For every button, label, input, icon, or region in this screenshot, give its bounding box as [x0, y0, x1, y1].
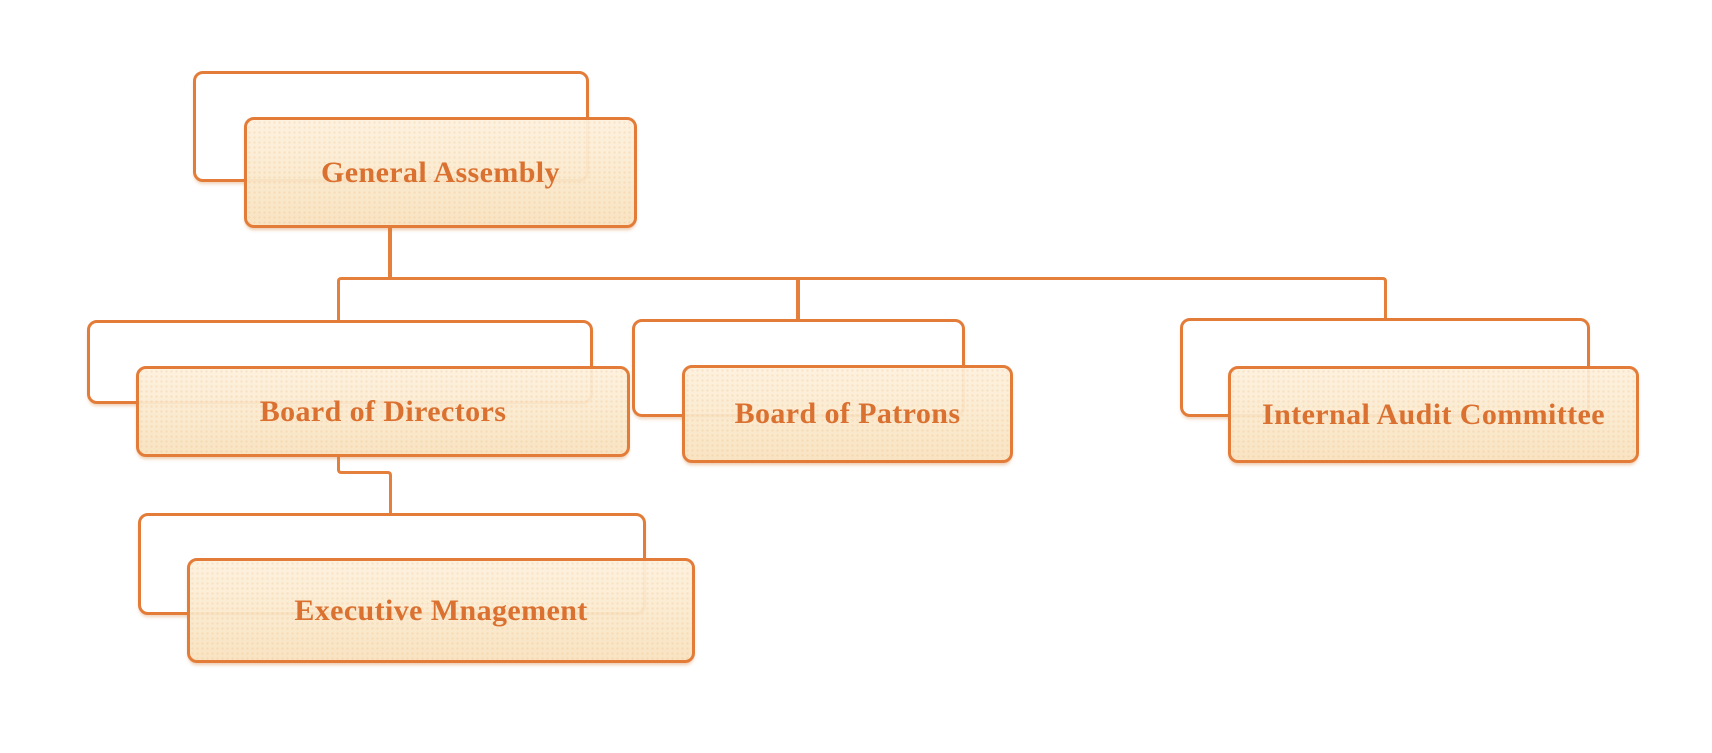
node-board-of-directors-label: Board of Directors: [259, 394, 507, 428]
node-internal-audit-committee-label: Internal Audit Committee: [1262, 397, 1605, 431]
node-general-assembly[interactable]: General Assembly: [244, 117, 637, 228]
node-board-of-patrons[interactable]: Board of Patrons: [682, 365, 1013, 463]
node-executive-management[interactable]: Executive Mnagement: [187, 558, 695, 663]
node-board-of-directors[interactable]: Board of Directors: [136, 366, 630, 457]
node-internal-audit-committee[interactable]: Internal Audit Committee: [1228, 366, 1639, 463]
node-board-of-patrons-label: Board of Patrons: [734, 397, 961, 430]
connector-drop-board-of-patrons: [796, 279, 800, 319]
node-executive-management-label: Executive Mnagement: [294, 593, 588, 627]
connector-elbow-directors-to-executive-2: [364, 471, 392, 513]
connector-elbow-directors-to-executive-1: [337, 457, 367, 474]
node-general-assembly-label: General Assembly: [321, 155, 560, 189]
connector-general-assembly-drop: [388, 227, 392, 278]
connector-rail-general-assembly-children: [337, 277, 1387, 320]
